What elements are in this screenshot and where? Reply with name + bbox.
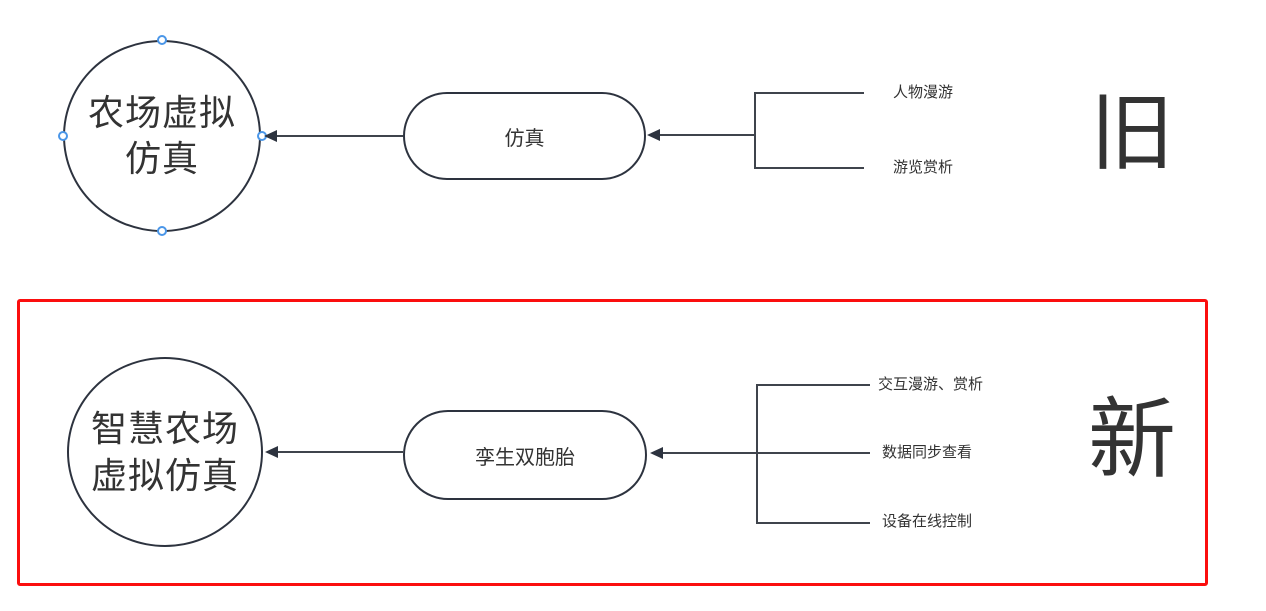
old-bracket-branch-bottom	[754, 167, 864, 169]
old-process-pill-shape[interactable]: 仿真	[403, 92, 646, 180]
anchor-handle-bottom[interactable]	[157, 226, 167, 236]
old-tag-text[interactable]: 旧	[1089, 86, 1174, 180]
old-goal-text-line1: 农场虚拟	[87, 92, 236, 133]
anchor-handle-left[interactable]	[58, 131, 68, 141]
old-goal-circle-shape[interactable]: 农场虚拟 仿真	[63, 40, 261, 232]
new-bracket-branch-middle	[756, 452, 870, 454]
new-connector-line-2	[663, 452, 757, 454]
new-goal-text-line1: 智慧农场	[90, 408, 239, 449]
new-feature-label-3[interactable]: 设备在线控制	[882, 513, 973, 530]
old-bracket-branch-top	[754, 92, 864, 94]
new-arrowhead-2-icon	[650, 447, 663, 459]
new-feature-label-2[interactable]: 数据同步查看	[882, 444, 973, 461]
old-feature-label-2[interactable]: 游览赏析	[893, 159, 954, 176]
new-arrowhead-1-icon	[265, 446, 278, 458]
new-connector-line-1	[278, 451, 403, 453]
new-bracket-branch-top	[756, 384, 870, 386]
new-tag-text[interactable]: 新	[1087, 390, 1176, 489]
new-goal-circle-shape[interactable]: 智慧农场 虚拟仿真	[67, 357, 263, 547]
anchor-handle-top[interactable]	[157, 35, 167, 45]
new-process-pill-shape[interactable]: 孪生双胞胎	[403, 410, 647, 500]
new-flow-highlight-frame[interactable]	[17, 299, 1208, 586]
old-goal-text-line2: 仿真	[124, 138, 199, 179]
old-process-text: 仿真	[504, 127, 545, 150]
new-bracket-branch-bottom	[756, 522, 870, 524]
new-bracket-spine	[756, 384, 758, 524]
old-arrowhead-2-icon	[647, 129, 660, 141]
old-feature-label-1[interactable]: 人物漫游	[893, 84, 954, 101]
new-goal-text-line2: 虚拟仿真	[90, 455, 239, 496]
old-connector-line-2	[660, 134, 756, 136]
old-bracket-spine	[754, 92, 756, 169]
new-process-text: 孪生双胞胎	[475, 446, 575, 469]
new-feature-label-1[interactable]: 交互漫游、赏析	[878, 376, 984, 393]
old-arrowhead-1-icon	[264, 130, 277, 142]
old-connector-line-1	[276, 135, 403, 137]
